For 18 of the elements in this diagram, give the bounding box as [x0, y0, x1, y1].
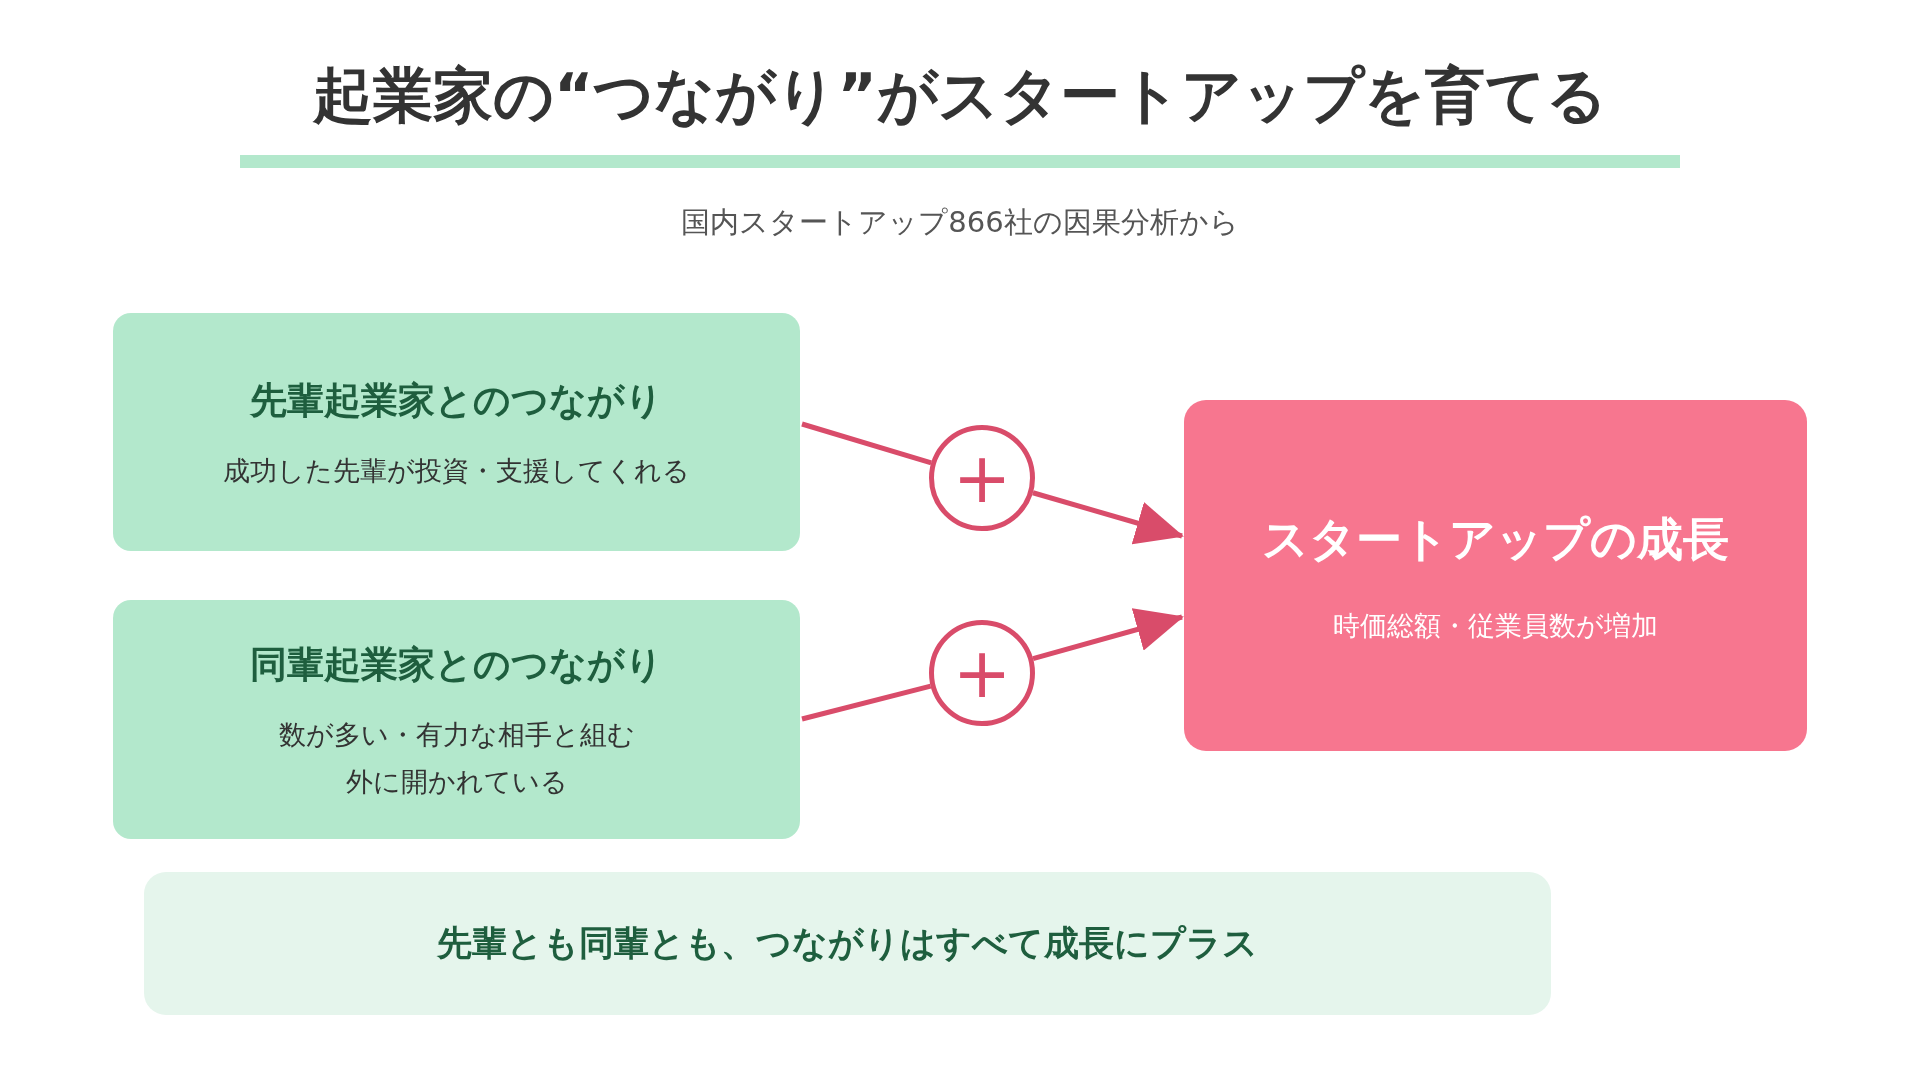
arrow: [1032, 608, 1184, 662]
plus-sign: +: [952, 638, 1012, 708]
description: 成功した先輩が投資・支援してくれる: [223, 454, 690, 489]
arrow: [1032, 490, 1184, 545]
description: 数が多い・有力な相手と組む: [278, 718, 635, 753]
summary-band: [144, 872, 1551, 1015]
heading: 先輩とも同輩とも、つながりはすべて成長にプラス: [437, 922, 1258, 966]
description: 時価総額・従業員数が増加: [1333, 609, 1658, 644]
connection-box: [113, 600, 800, 839]
subtitle: 国内スタートアップ866社の因果分析から: [680, 204, 1240, 241]
description: 外に開かれている: [345, 765, 568, 800]
heading: 先輩起業家とのつながり: [250, 377, 663, 424]
heading: スタートアップの成長: [1262, 510, 1729, 568]
heading: 同輩起業家とのつながり: [250, 641, 663, 688]
result-box: [1184, 400, 1807, 751]
plus-sign: +: [952, 443, 1012, 513]
title: 起業家の“つながり”がスタートアップを育てる: [312, 59, 1608, 132]
connection-box: [113, 313, 800, 551]
